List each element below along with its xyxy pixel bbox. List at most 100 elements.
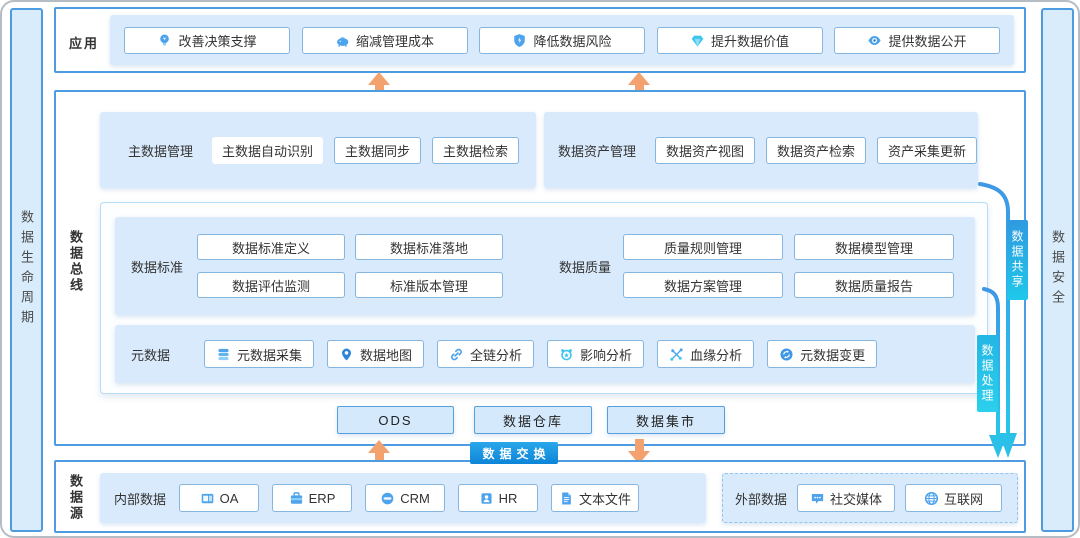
master-data-label: 主数据管理: [128, 143, 194, 159]
right-rail-data-security: 数据安全: [1041, 8, 1074, 532]
provide-data-openness-button[interactable]: 提供数据公开: [834, 26, 1000, 54]
internet-source-button[interactable]: 互联网: [905, 484, 1003, 512]
data-quality-section: 数据质量 质量规则管理 数据模型管理 数据方案管理 数据质量报告: [551, 234, 955, 298]
data-mart-node[interactable]: 数据集市: [607, 406, 725, 434]
data-bus-layer-label: 数据总线: [68, 230, 83, 294]
internal-data-label: 内部数据: [114, 491, 167, 507]
oa-source-button[interactable]: OA: [179, 484, 260, 512]
crm-icon: [381, 492, 394, 504]
button-label: 质量规则管理: [664, 240, 743, 256]
data-plan-mgmt-button[interactable]: 数据方案管理: [623, 272, 784, 298]
button-label: 元数据采集: [237, 347, 303, 363]
quality-report-button[interactable]: 数据质量报告: [794, 272, 955, 298]
button-label: 数据质量报告: [835, 278, 914, 294]
social-media-source-button[interactable]: 社交媒体: [797, 484, 896, 512]
map-pin-icon: [342, 348, 352, 360]
data-asset-view-button[interactable]: 数据资产视图: [655, 136, 756, 164]
data-bus-layer-box: 数据总线 主数据管理 主数据自动识别 主数据同步 主数据检索 数据资产管理 数据…: [54, 90, 1026, 446]
metadata-collect-button[interactable]: 元数据采集: [204, 340, 315, 368]
piggy-bank-icon: [337, 36, 349, 47]
metadata-change-button[interactable]: 元数据变更: [767, 340, 878, 368]
standard-definition-button[interactable]: 数据标准定义: [197, 234, 346, 260]
data-asset-panel: 数据资产管理 数据资产视图 数据资产检索 资产采集更新: [544, 112, 978, 188]
external-data-panel: 外部数据 社交媒体 互联网: [722, 473, 1018, 523]
up-arrow: [368, 440, 390, 465]
button-label: 提供数据公开: [888, 33, 967, 49]
button-label: 数据评估监测: [232, 278, 311, 294]
metadata-panel: 元数据 元数据采集 数据地图 全链分析 影响分析: [115, 325, 975, 383]
shield-icon: [514, 33, 526, 47]
internal-data-panel: 内部数据 OA ERP CRM HR 文本文件: [100, 473, 706, 523]
data-source-layer-label: 数据源: [68, 474, 83, 522]
data-exchange-badge: 数据交换: [470, 442, 558, 464]
master-data-search-button[interactable]: 主数据检索: [432, 136, 520, 164]
button-label: 全链分析: [470, 347, 523, 363]
node-label: 数据集市: [635, 413, 696, 429]
button-label: HR: [498, 490, 518, 506]
database-icon: [218, 348, 229, 360]
badge-label: 数据处理: [980, 343, 994, 404]
hr-icon: [481, 492, 492, 504]
button-label: 数据标准定义: [232, 240, 311, 256]
full-chain-analysis-button[interactable]: 全链分析: [437, 340, 535, 368]
external-data-label: 外部数据: [735, 491, 788, 507]
master-data-panel: 主数据管理 主数据自动识别 主数据同步 主数据检索: [100, 112, 536, 188]
button-label: 提升数据价值: [710, 33, 789, 49]
data-share-badge: 数据共享: [1007, 220, 1028, 300]
text-file-source-button[interactable]: 文本文件: [551, 484, 640, 512]
impact-icon: [561, 348, 572, 360]
badge-label: 数据交换: [482, 446, 551, 461]
data-quality-label: 数据质量: [559, 259, 612, 275]
button-label: OA: [219, 490, 239, 506]
data-process-badge: 数据处理: [977, 335, 998, 412]
data-warehouse-node[interactable]: 数据仓库: [474, 406, 592, 434]
data-source-layer-box: 数据源 内部数据 OA ERP CRM HR 文本文件: [54, 460, 1026, 533]
button-label: 改善决策支撑: [178, 33, 257, 49]
button-label: 血缘分析: [690, 347, 743, 363]
standards-quality-panel: 数据标准 数据标准定义 数据标准落地 数据评估监测 标准版本管理 数据质量 质量…: [115, 217, 975, 315]
button-label: 元数据变更: [800, 347, 866, 363]
increase-data-value-button[interactable]: 提升数据价值: [656, 26, 823, 54]
button-label: 缩减管理成本: [355, 33, 434, 49]
standard-landing-button[interactable]: 数据标准落地: [355, 234, 504, 260]
impact-analysis-button[interactable]: 影响分析: [547, 340, 645, 368]
right-rail-label: 数据安全: [1050, 230, 1065, 310]
button-label: 数据方案管理: [664, 278, 743, 294]
button-label: 影响分析: [580, 347, 633, 363]
ods-node[interactable]: ODS: [337, 406, 454, 434]
button-label: 社交媒体: [830, 491, 883, 507]
erp-source-button[interactable]: ERP: [272, 484, 353, 512]
badge-label: 数据共享: [1010, 230, 1024, 290]
crm-source-button[interactable]: CRM: [365, 484, 446, 512]
metadata-label: 元数据: [131, 347, 171, 363]
button-label: 数据资产视图: [666, 143, 745, 159]
data-model-mgmt-button[interactable]: 数据模型管理: [794, 234, 955, 260]
hr-source-button[interactable]: HR: [458, 484, 539, 512]
master-data-auto-identify-button[interactable]: 主数据自动识别: [212, 136, 324, 164]
button-label: 主数据检索: [443, 143, 509, 159]
button-label: 标准版本管理: [390, 278, 469, 294]
data-evaluation-monitor-button[interactable]: 数据评估监测: [197, 272, 346, 298]
data-map-button[interactable]: 数据地图: [327, 340, 425, 368]
data-standards-section: 数据标准 数据标准定义 数据标准落地 数据评估监测 标准版本管理: [115, 234, 551, 298]
asset-collect-update-button[interactable]: 资产采集更新: [877, 136, 978, 164]
lineage-analysis-button[interactable]: 血缘分析: [657, 340, 755, 368]
node-label: 数据仓库: [502, 413, 563, 429]
text-file-icon: [562, 492, 571, 504]
button-label: CRM: [400, 490, 430, 506]
button-label: ERP: [308, 490, 336, 506]
standard-version-mgmt-button[interactable]: 标准版本管理: [355, 272, 504, 298]
master-data-sync-button[interactable]: 主数据同步: [334, 136, 422, 164]
button-label: 资产采集更新: [888, 143, 967, 159]
button-label: 文本文件: [579, 491, 632, 507]
button-label: 数据模型管理: [835, 240, 914, 256]
reduce-data-risk-button[interactable]: 降低数据风险: [479, 26, 645, 54]
left-rail-label: 数据生命周期: [19, 210, 34, 330]
improve-decision-support-button[interactable]: 改善决策支撑: [124, 26, 290, 54]
data-asset-search-button[interactable]: 数据资产检索: [766, 136, 867, 164]
quality-rule-mgmt-button[interactable]: 质量规则管理: [623, 234, 784, 260]
link-icon: [451, 348, 462, 360]
reduce-management-cost-button[interactable]: 缩减管理成本: [301, 26, 468, 54]
erp-icon: [290, 491, 302, 504]
